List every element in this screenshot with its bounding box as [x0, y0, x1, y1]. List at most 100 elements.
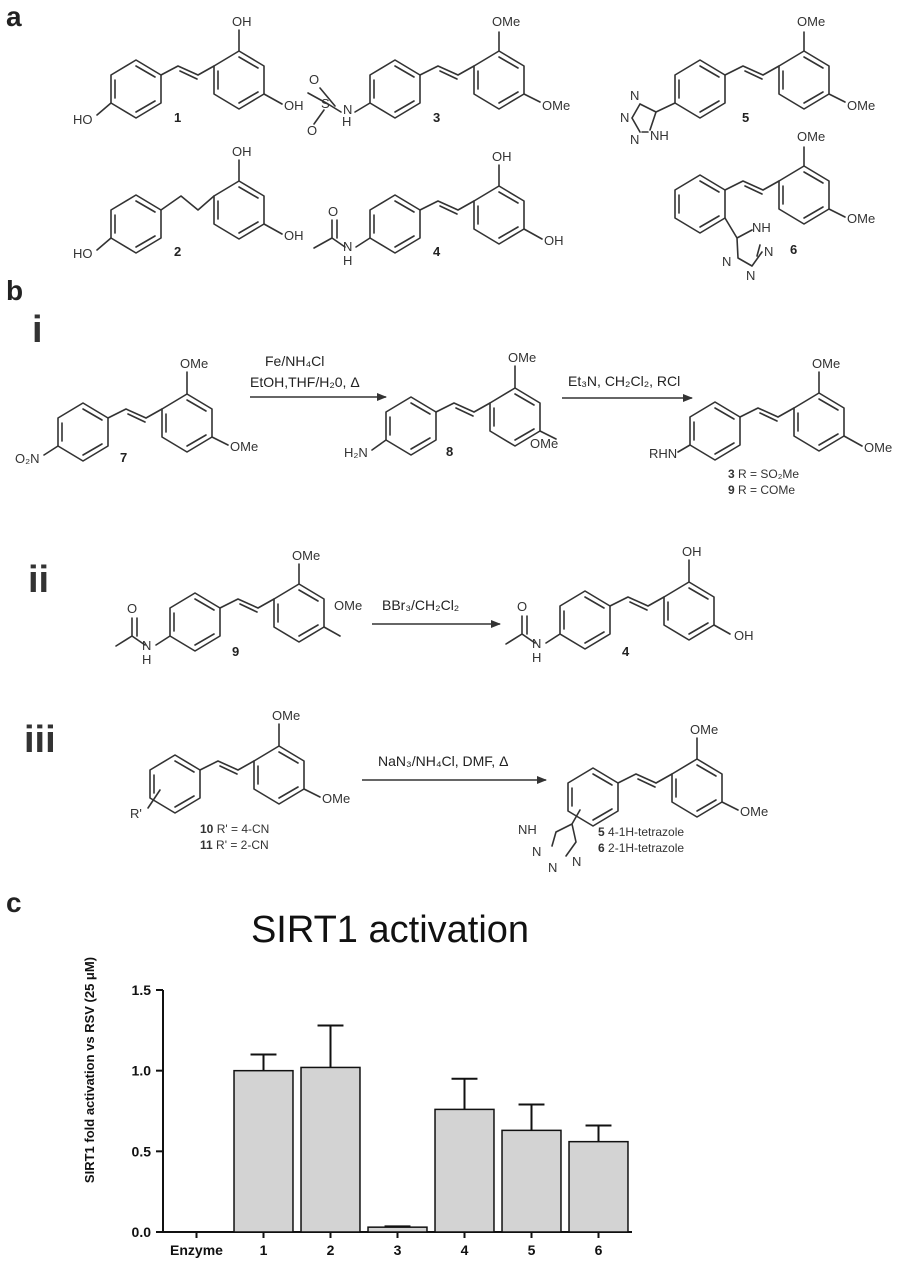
svg-text:OH: OH — [284, 228, 304, 243]
bar-5 — [501, 1129, 562, 1233]
compound-label-2: 2 — [174, 244, 181, 259]
compound-5-6-product-structure: OMe OMe NH N N N 5 4-1H-tetrazole 6 2-1H… — [518, 722, 768, 875]
svg-text:H₂N: H₂N — [344, 445, 368, 460]
reaction-step-2: Et₃N, CH₂Cl₂, RCl — [562, 373, 693, 402]
svg-text:OMe: OMe — [690, 722, 718, 737]
svg-text:OH: OH — [734, 628, 754, 643]
compound-9-structure: OMe OMe O N H 9 — [115, 548, 362, 667]
svg-text:HO: HO — [73, 246, 93, 261]
svg-text:N: N — [746, 268, 755, 283]
compound-10-11-structure: OMe OMe R' 10 R' = 4-CN 11 R' = 2-CN — [130, 708, 350, 852]
svg-text:O: O — [517, 599, 527, 614]
bar-2 — [300, 1066, 361, 1233]
compound-label-4: 4 — [433, 244, 441, 259]
svg-text:OH: OH — [544, 233, 564, 248]
y-tick-label: 1.0 — [132, 1063, 152, 1079]
svg-text:5 4-1H-tetrazole: 5 4-1H-tetrazole — [598, 825, 684, 839]
compound-label-5: 5 — [742, 110, 749, 125]
compound-1-structure: OH OH HO 1 — [73, 14, 304, 127]
svg-text:OMe: OMe — [322, 791, 350, 806]
compound-2-structure: OH OH HO 2 — [73, 144, 304, 261]
svg-text:OH: OH — [284, 98, 304, 113]
compound-4-product-structure: OH OH O N H 4 — [505, 544, 754, 665]
svg-text:9 R = COMe: 9 R = COMe — [728, 483, 795, 497]
svg-text:N: N — [630, 132, 639, 147]
reaction-step-1: Fe/NH₄Cl EtOH,THF/H₂0, Δ — [250, 353, 387, 401]
svg-text:H: H — [342, 114, 351, 129]
panel-label-a: a — [6, 1, 22, 32]
scheme-label-i: i — [32, 309, 43, 351]
y-tick-label: 0.5 — [132, 1143, 152, 1159]
svg-text:N: N — [764, 244, 773, 259]
svg-text:O: O — [309, 72, 319, 87]
svg-text:BBr₃/CH₂Cl₂: BBr₃/CH₂Cl₂ — [382, 597, 459, 613]
reaction-step-4: NaN₃/NH₄Cl, DMF, Δ — [362, 753, 547, 784]
svg-text:EtOH,THF/H₂0, Δ: EtOH,THF/H₂0, Δ — [250, 374, 360, 390]
svg-text:OMe: OMe — [812, 356, 840, 371]
svg-text:Et₃N, CH₂Cl₂, RCl: Et₃N, CH₂Cl₂, RCl — [568, 373, 680, 389]
svg-text:S: S — [321, 96, 330, 111]
svg-text:O: O — [127, 601, 137, 616]
compound-label-9: 9 — [232, 644, 239, 659]
svg-text:NH: NH — [752, 220, 771, 235]
compound-7-structure: OMe OMe O₂N 7 — [15, 356, 258, 466]
svg-text:OH: OH — [492, 149, 512, 164]
svg-text:OMe: OMe — [292, 548, 320, 563]
svg-text:OH: OH — [232, 14, 252, 29]
compound-label-1: 1 — [174, 110, 181, 125]
svg-text:10 R' = 4-CN: 10 R' = 4-CN — [200, 822, 269, 836]
x-tick-label: 6 — [595, 1242, 603, 1258]
svg-text:OMe: OMe — [847, 211, 875, 226]
svg-text:OMe: OMe — [334, 598, 362, 613]
svg-text:O: O — [307, 123, 317, 138]
y-tick-label: 0.0 — [132, 1224, 152, 1240]
svg-text:H: H — [532, 650, 541, 665]
chart-y-axis-label: SIRT1 fold activation vs RSV (25 μM) — [82, 957, 97, 1183]
svg-text:Fe/NH₄Cl: Fe/NH₄Cl — [265, 353, 324, 369]
svg-text:N: N — [722, 254, 731, 269]
scheme-label-iii: iii — [24, 719, 56, 761]
svg-text:OMe: OMe — [797, 14, 825, 29]
svg-text:N: N — [572, 854, 581, 869]
x-tick-label: 5 — [528, 1242, 536, 1258]
x-tick-label: 3 — [394, 1242, 402, 1258]
svg-text:N: N — [620, 110, 629, 125]
compound-label-3: 3 — [433, 110, 440, 125]
svg-text:OMe: OMe — [542, 98, 570, 113]
svg-text:OMe: OMe — [740, 804, 768, 819]
compound-3-9-product-structure: OMe OMe RHN 3 R = SO₂Me 9 R = COMe — [649, 356, 892, 497]
svg-text:OMe: OMe — [230, 439, 258, 454]
svg-text:OMe: OMe — [180, 356, 208, 371]
bar-1 — [233, 1069, 294, 1233]
svg-text:N: N — [343, 102, 352, 117]
chart-title: SIRT1 activation — [251, 909, 529, 951]
compound-label-4-product: 4 — [622, 644, 630, 659]
svg-text:3 R = SO₂Me: 3 R = SO₂Me — [728, 467, 799, 481]
compound-label-6: 6 — [790, 242, 797, 257]
compound-label-7: 7 — [120, 450, 127, 465]
x-tick-label: Enzyme — [170, 1242, 223, 1258]
compound-8-structure: OMe OMe H₂N 8 — [344, 350, 558, 460]
svg-text:OMe: OMe — [847, 98, 875, 113]
svg-text:RHN: RHN — [649, 446, 677, 461]
svg-text:O: O — [328, 204, 338, 219]
x-tick-label: 1 — [260, 1242, 268, 1258]
scheme-label-ii: ii — [28, 559, 49, 601]
x-tick-label: 2 — [327, 1242, 335, 1258]
compound-label-8: 8 — [446, 444, 453, 459]
svg-text:N: N — [532, 844, 541, 859]
compound-4-structure: OH OH O N H 4 — [313, 149, 564, 268]
y-tick-label: 1.5 — [132, 982, 152, 998]
bar-3 — [367, 1226, 428, 1233]
svg-text:OH: OH — [682, 544, 702, 559]
compound-6-structure: OMe OMe NH N N N 6 — [674, 129, 875, 283]
svg-text:OMe: OMe — [492, 14, 520, 29]
svg-text:11 R' = 2-CN: 11 R' = 2-CN — [200, 838, 269, 852]
svg-text:H: H — [343, 253, 352, 268]
svg-text:OMe: OMe — [864, 440, 892, 455]
svg-text:N: N — [548, 860, 557, 875]
compound-3-structure: OMe OMe H N S O O 3 — [307, 14, 570, 138]
svg-text:N: N — [142, 638, 151, 653]
